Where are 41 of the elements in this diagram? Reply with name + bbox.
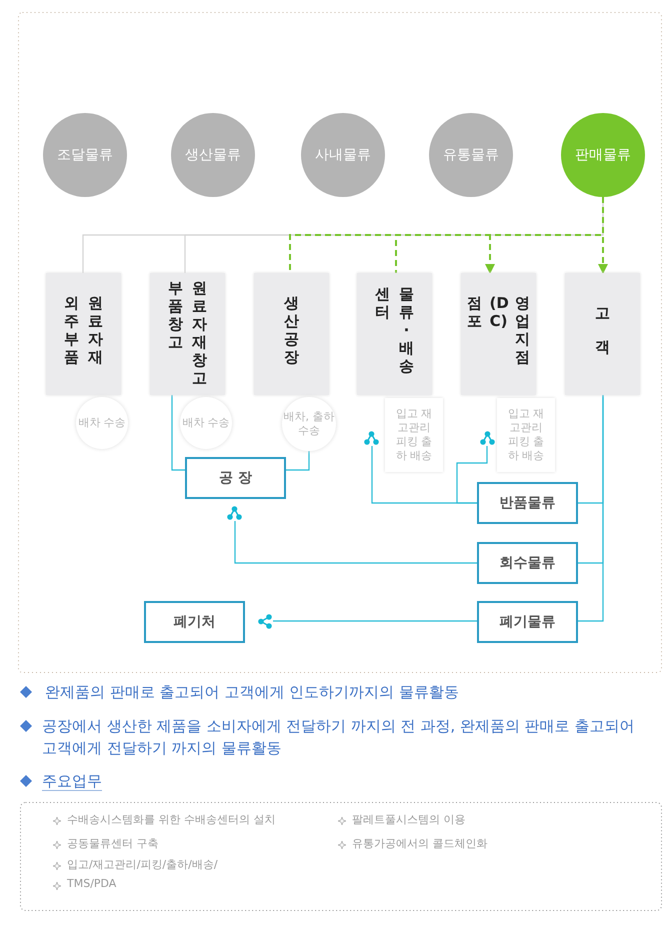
process-box: 폐기처 xyxy=(144,601,245,643)
process-box: 물류·배송 센터 xyxy=(357,273,432,395)
bullet-text: 완제품의 판매로 출고되어 고객에게 인도하기까지의 물류활동 xyxy=(45,682,460,703)
process-box: 생산공장 xyxy=(254,273,329,395)
list-item: 팔레트풀시스템의 이용 xyxy=(352,812,466,827)
process-box: 회수물류 xyxy=(477,542,578,584)
list-item: 유통가공에서의 콜드체인화 xyxy=(352,836,488,851)
process-circle: 사내물류 xyxy=(301,113,385,197)
process-box: 원료자재창고 부품창고 xyxy=(150,273,225,395)
connector-line xyxy=(273,620,477,622)
task-circle: 배차 수송 xyxy=(76,397,128,449)
process-circle: 조달물류 xyxy=(43,113,127,197)
share-dots-icon xyxy=(480,431,495,446)
task-circle: 배차 수송 xyxy=(180,397,232,449)
task-box: 입고 재고관리 피킹 출하 배송 xyxy=(497,398,555,472)
connector-line xyxy=(234,521,477,564)
bullet-text: 공장에서 생산한 제품을 소비자에게 전달하기 까지의 전 과정, 완제품의 판매로 출고되어 고객에게 전달하기 까지의 물류활동 xyxy=(42,716,636,759)
process-box: 반품물류 xyxy=(477,482,578,524)
list-item: 수배송시스템화를 위한 수배송센터의 설치 xyxy=(67,812,276,827)
connector-line xyxy=(456,446,488,504)
connector-line xyxy=(598,197,608,274)
process-box: 영업지점 (DC) 점포 xyxy=(461,273,536,395)
process-box: 고 객 xyxy=(565,273,640,395)
list-item: 입고/재고관리/피킹/출하/배송/ xyxy=(67,857,218,872)
connector-line xyxy=(578,395,604,622)
process-circle: 생산물류 xyxy=(171,113,255,197)
process-box: 폐기물류 xyxy=(477,601,578,643)
connector-line xyxy=(171,395,185,471)
process-circle: 판매물류 xyxy=(561,113,645,197)
task-box: 입고 재고관리 피킹 출하 배송 xyxy=(385,398,443,472)
share-dots-icon xyxy=(364,431,379,446)
section-heading: 주요업무 xyxy=(42,771,102,792)
process-box: 공 장 xyxy=(185,457,286,499)
connector-line xyxy=(286,451,310,471)
process-box: 원료자재 외주부품 xyxy=(46,273,121,395)
task-circle: 배차, 출하 수송 xyxy=(282,397,336,451)
process-circle: 유통물류 xyxy=(429,113,513,197)
share-dots-icon xyxy=(227,506,242,521)
share-dots-icon xyxy=(258,614,273,629)
list-item: 공동물류센터 구축 xyxy=(67,836,158,851)
list-item: TMS/PDA xyxy=(67,877,116,890)
